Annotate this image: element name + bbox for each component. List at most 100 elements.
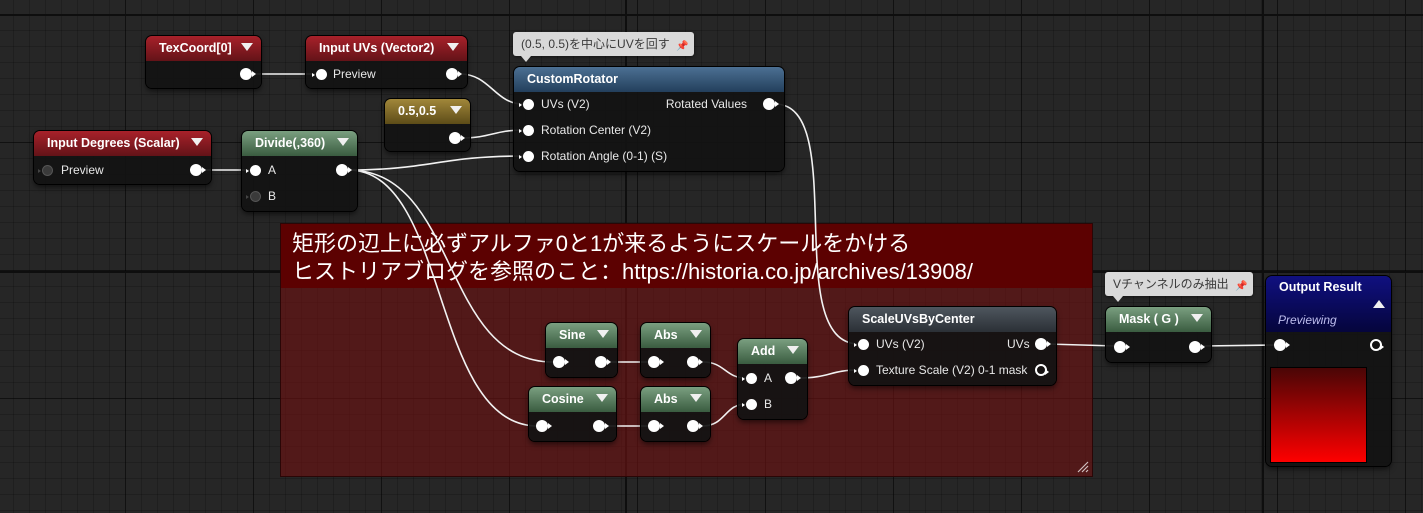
chevron-down-icon[interactable] [447, 43, 459, 51]
node-output-result[interactable]: Output Result Previewing [1266, 276, 1391, 466]
output-pin[interactable] [1189, 341, 1205, 353]
input-pin-preview[interactable] [312, 69, 327, 80]
output-pin[interactable] [785, 372, 801, 384]
node-header[interactable]: TexCoord[0] [146, 36, 261, 61]
output-pin[interactable] [240, 68, 256, 80]
node-sine[interactable]: Sine [546, 323, 617, 377]
output-pin-uvs[interactable] [1035, 338, 1051, 350]
input-pin-texture-scale[interactable] [854, 365, 869, 376]
pin-label: B [268, 189, 277, 203]
node-header[interactable]: Input Degrees (Scalar) [34, 131, 211, 156]
chevron-down-icon[interactable] [690, 394, 702, 402]
pin-label: Rotation Angle (0-1) (S) [541, 149, 668, 163]
node-header[interactable]: Add [738, 339, 807, 364]
node-custom-rotator[interactable]: CustomRotator UVs (V2) Rotation Center (… [514, 67, 784, 171]
chevron-down-icon[interactable] [1191, 314, 1203, 322]
chevron-up-icon[interactable] [1373, 300, 1385, 308]
output-pin[interactable] [595, 356, 611, 368]
pin-label: Preview [333, 67, 376, 81]
node-title: Input UVs (Vector2) [319, 41, 435, 55]
node-header[interactable]: 0.5,0.5 [385, 99, 470, 124]
pin-label: Texture Scale (V2) 0-1 mask [876, 363, 1028, 377]
pin-label: Rotated Values [665, 97, 747, 111]
comment-bubble-rotator[interactable]: (0.5, 0.5)を中心にUVを回す 📌 [513, 32, 694, 62]
chevron-down-icon[interactable] [787, 346, 799, 354]
input-pin[interactable] [553, 356, 569, 368]
node-title: Add [751, 344, 776, 358]
node-texcoord[interactable]: TexCoord[0] [146, 36, 261, 88]
pushpin-icon[interactable]: 📌 [676, 41, 689, 52]
chevron-down-icon[interactable] [690, 330, 702, 338]
node-subtitle: Previewing [1278, 313, 1337, 327]
output-pin[interactable] [449, 132, 465, 144]
input-pin[interactable] [648, 356, 664, 368]
node-header[interactable]: Cosine [529, 387, 616, 412]
chevron-down-icon[interactable] [450, 106, 462, 114]
node-header[interactable]: Abs [641, 387, 710, 412]
comment-bubble-mask[interactable]: Vチャンネルのみ抽出 📌 [1105, 272, 1253, 302]
input-pin-b[interactable] [742, 399, 757, 410]
output-pin[interactable] [593, 420, 609, 432]
node-header[interactable]: CustomRotator [514, 67, 784, 92]
node-header[interactable]: Mask ( G ) [1106, 307, 1211, 332]
chevron-down-icon[interactable] [241, 43, 253, 51]
node-title: Mask ( G ) [1119, 312, 1179, 326]
pin-label: UVs [1007, 337, 1030, 351]
pushpin-icon[interactable]: 📌 [1235, 281, 1248, 292]
output-pin-unconnected[interactable] [1035, 364, 1049, 376]
node-header[interactable]: Divide(,360) [242, 131, 357, 156]
wire-divide-to-angle [347, 155, 524, 171]
pin-label: Rotation Center (V2) [541, 123, 652, 137]
comment-text-line1: 矩形の辺上に必ずアルファ0と1が来るようにスケールをかける [292, 231, 911, 256]
bubble-text: (0.5, 0.5)を中心にUVを回す [521, 37, 670, 51]
pin-label: UVs (V2) [541, 97, 590, 111]
node-add[interactable]: Add A B [738, 339, 807, 419]
input-pin-b[interactable] [246, 191, 261, 202]
input-pin[interactable] [536, 420, 552, 432]
node-abs-2[interactable]: Abs [641, 387, 710, 441]
node-title: TexCoord[0] [159, 41, 232, 55]
node-title: Input Degrees (Scalar) [47, 136, 180, 150]
output-pin[interactable] [687, 356, 703, 368]
node-abs-1[interactable]: Abs [641, 323, 710, 377]
comment-header[interactable]: 矩形の辺上に必ずアルファ0と1が来るようにスケールをかける ヒストリアブログを参… [281, 224, 1092, 288]
node-title: Output Result [1279, 280, 1362, 294]
output-pin-unconnected[interactable] [1370, 339, 1384, 351]
node-divide[interactable]: Divide(,360) A B [242, 131, 357, 211]
node-mask[interactable]: Mask ( G ) [1106, 307, 1211, 362]
output-pin[interactable] [446, 68, 462, 80]
chevron-down-icon[interactable] [337, 138, 349, 146]
node-constant-vector2[interactable]: 0.5,0.5 [385, 99, 470, 151]
input-pin-a[interactable] [742, 373, 757, 384]
input-pin[interactable] [648, 420, 664, 432]
resize-grip-icon[interactable] [1077, 461, 1089, 473]
node-header[interactable]: Abs [641, 323, 710, 348]
node-title: CustomRotator [527, 72, 618, 86]
comment-text-line2: ヒストリアブログを参照のこと：https://historia.co.jp/ar… [292, 259, 973, 284]
output-pin-rotated-values[interactable] [763, 98, 779, 110]
node-cosine[interactable]: Cosine [529, 387, 616, 441]
output-pin[interactable] [336, 164, 352, 176]
input-pin-uvs[interactable] [854, 339, 869, 350]
input-pin-rotation-angle[interactable] [519, 151, 534, 162]
node-header[interactable]: Sine [546, 323, 617, 348]
input-pin[interactable] [1274, 339, 1290, 351]
pin-label: A [764, 371, 773, 385]
chevron-down-icon[interactable] [191, 138, 203, 146]
input-pin-a[interactable] [246, 165, 261, 176]
node-scale-uvs-by-center[interactable]: ScaleUVsByCenter UVs (V2) Texture Scale … [849, 307, 1056, 385]
input-pin[interactable] [1114, 341, 1130, 353]
chevron-down-icon[interactable] [596, 394, 608, 402]
chevron-down-icon[interactable] [597, 330, 609, 338]
node-header[interactable]: Output Result Previewing [1266, 276, 1391, 332]
input-pin-preview[interactable] [38, 165, 53, 176]
output-pin[interactable] [190, 164, 206, 176]
node-input-uvs[interactable]: Input UVs (Vector2) Preview [306, 36, 467, 88]
node-header[interactable]: ScaleUVsByCenter [849, 307, 1056, 332]
input-pin-rotation-center[interactable] [519, 125, 534, 136]
node-header[interactable]: Input UVs (Vector2) [306, 36, 467, 61]
input-pin-uvs[interactable] [519, 99, 534, 110]
node-input-degrees[interactable]: Input Degrees (Scalar) Preview [34, 131, 211, 184]
output-pin[interactable] [687, 420, 703, 432]
